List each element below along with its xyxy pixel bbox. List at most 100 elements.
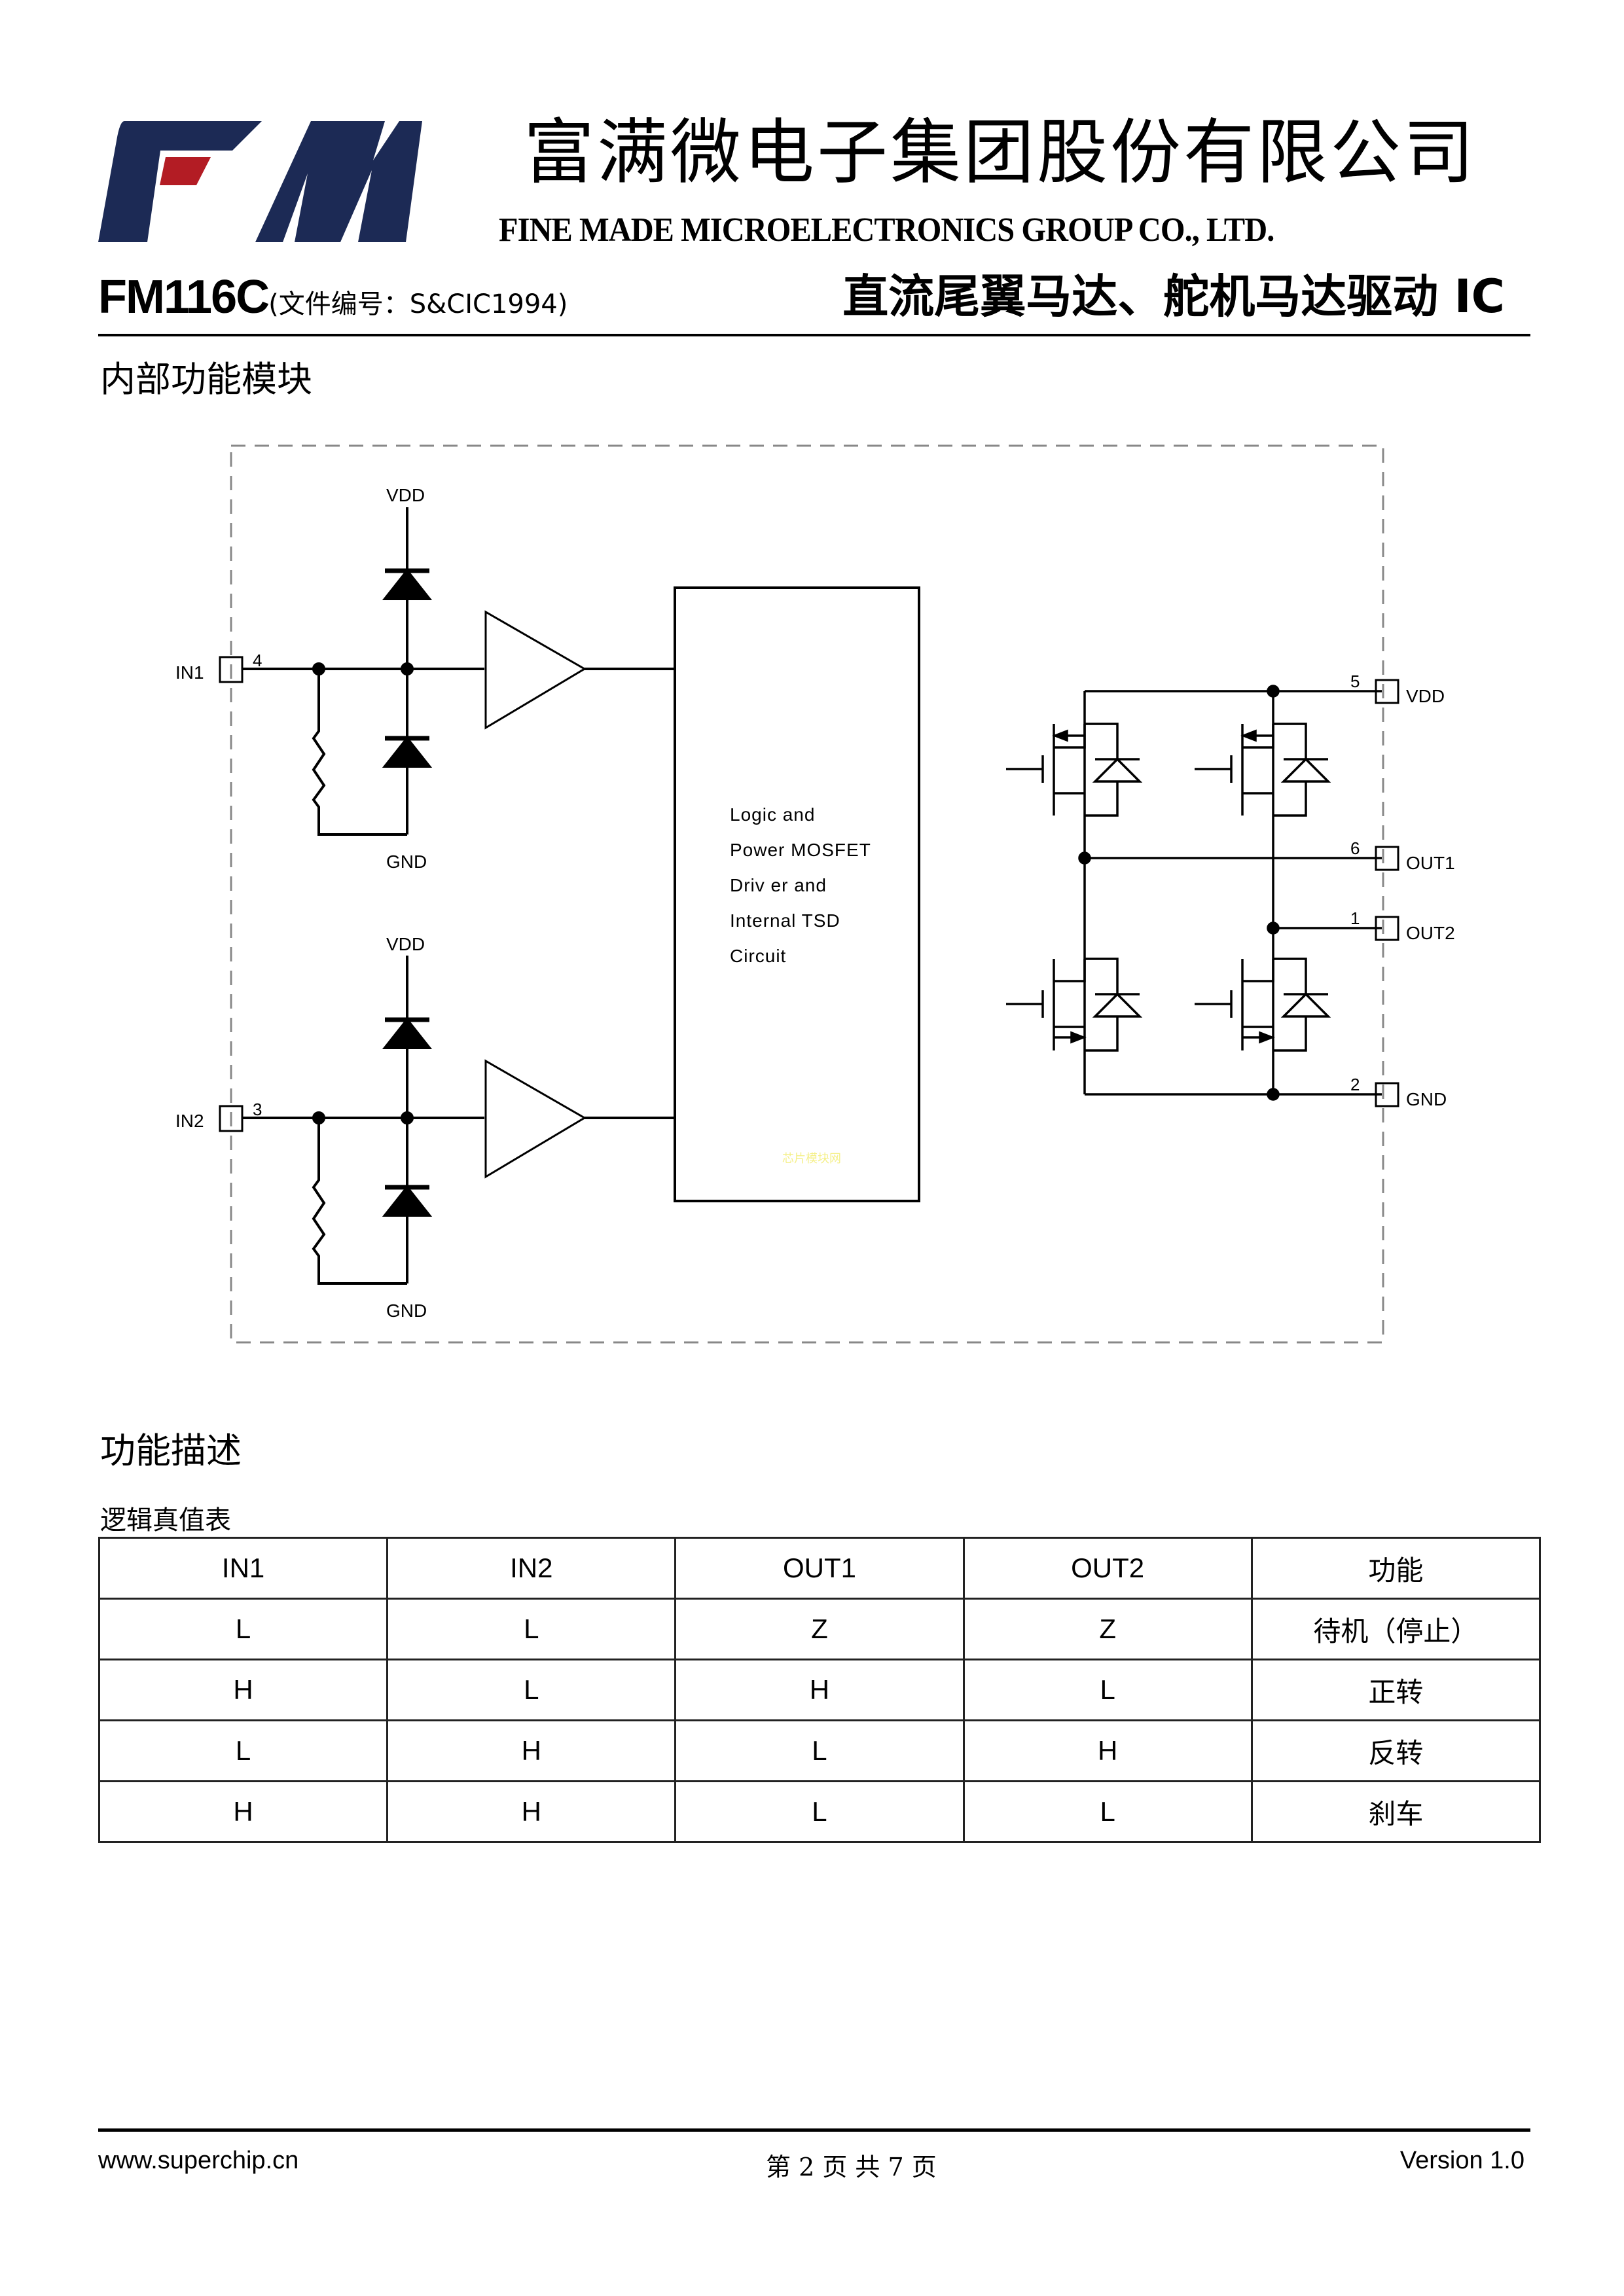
header-function: 功能 bbox=[1250, 1537, 1542, 1600]
body-diode-icon bbox=[1092, 992, 1143, 1018]
in1-label: IN1 bbox=[175, 662, 204, 683]
cell-in2: L bbox=[386, 1659, 677, 1721]
header-in1: IN1 bbox=[98, 1537, 389, 1600]
table-header-row: IN1 IN2 OUT1 OUT2 功能 bbox=[98, 1537, 1542, 1600]
cell-in1: L bbox=[98, 1598, 389, 1660]
block-text-line: Logic and bbox=[730, 804, 815, 825]
cell-in1: H bbox=[98, 1659, 389, 1721]
terminal bbox=[1054, 724, 1086, 749]
arrow-icon bbox=[1259, 1031, 1275, 1044]
block-diagram: IN1 4 VDD GND IN2 3 VDD GND bbox=[175, 444, 1455, 1344]
block-text-line: Power MOSFET bbox=[730, 840, 871, 860]
gnd-pin-pad bbox=[1375, 1082, 1399, 1107]
diode-up bbox=[382, 1017, 433, 1049]
cell-in2: H bbox=[386, 1719, 677, 1782]
truth-table-caption: 逻辑真值表 bbox=[100, 1505, 231, 1535]
pmos-high-left bbox=[1006, 723, 1143, 817]
in1-pin-number: 4 bbox=[253, 651, 262, 670]
out2-pin-number: 1 bbox=[1350, 908, 1360, 928]
vdd-output-label: VDD bbox=[1406, 686, 1445, 706]
in2-label: IN2 bbox=[175, 1111, 204, 1131]
logic-driver-block: Logic and Power MOSFET Driv er and Inter… bbox=[674, 586, 920, 1202]
vdd-pin-pad bbox=[1375, 679, 1399, 704]
cell-out2: L bbox=[962, 1780, 1253, 1843]
truth-table: IN1 IN2 OUT1 OUT2 功能 L L Z Z 待机（停止） H L … bbox=[98, 1537, 1542, 1843]
footer-version: Version 1.0 bbox=[1399, 2147, 1525, 2174]
company-name-cn: 富满微电子集团股份有限公司 bbox=[524, 112, 1477, 194]
pulldown-resistor bbox=[312, 1118, 407, 1285]
part-number-line: FM116C(文件编号：S&CIC1994) bbox=[98, 274, 568, 321]
nmos-low-right bbox=[1195, 958, 1331, 1052]
cell-out1: L bbox=[674, 1719, 965, 1782]
table-row: H L H L 正转 bbox=[98, 1659, 1542, 1721]
vdd-label: VDD bbox=[386, 934, 425, 954]
in2-pin-number: 3 bbox=[253, 1100, 262, 1119]
watermark: 芯片模块网 bbox=[782, 1152, 841, 1166]
logo-red-bar bbox=[160, 157, 211, 185]
product-title: 直流尾翼马达、舵机马达驱动 IC bbox=[842, 270, 1505, 323]
gnd-output-label: GND bbox=[1406, 1089, 1447, 1109]
gnd-label: GND bbox=[386, 852, 427, 872]
block-text-line: Driv er and bbox=[730, 875, 827, 895]
cell-function: 正转 bbox=[1250, 1659, 1542, 1721]
out2-pin-pad bbox=[1375, 916, 1399, 941]
table-row: L L Z Z 待机（停止） bbox=[98, 1598, 1542, 1660]
cell-in1: H bbox=[98, 1780, 389, 1843]
input-stage-in2: IN2 3 VDD GND bbox=[175, 934, 675, 1321]
cell-out2: L bbox=[962, 1659, 1253, 1721]
cell-out2: H bbox=[962, 1719, 1253, 1782]
footer-divider bbox=[98, 2128, 1530, 2132]
chip-boundary bbox=[230, 444, 1384, 1344]
arrow-icon bbox=[1240, 729, 1257, 742]
company-logo bbox=[98, 121, 422, 242]
document-number: (文件编号：S&CIC1994) bbox=[268, 289, 568, 319]
header-out2: OUT2 bbox=[962, 1537, 1253, 1600]
out1-pin-number: 6 bbox=[1350, 838, 1360, 858]
gnd-pin-number: 2 bbox=[1350, 1075, 1360, 1094]
table-row: H H L L 刹车 bbox=[98, 1780, 1542, 1843]
cell-function: 待机（停止） bbox=[1250, 1598, 1542, 1660]
part-number: FM116C bbox=[98, 271, 270, 323]
header-out1: OUT1 bbox=[674, 1537, 965, 1600]
company-name-en: FINE MADE MICROELECTRONICS GROUP CO., LT… bbox=[499, 211, 1274, 249]
out1-pin-pad bbox=[1375, 846, 1399, 871]
cell-in2: H bbox=[386, 1780, 677, 1843]
pmos-high-right bbox=[1195, 723, 1331, 817]
buffer-amplifier bbox=[484, 1059, 586, 1179]
cell-out1: Z bbox=[674, 1598, 965, 1660]
cell-function: 反转 bbox=[1250, 1719, 1542, 1782]
function-description-heading: 功能描述 bbox=[100, 1430, 242, 1471]
buffer-amplifier bbox=[484, 610, 586, 730]
vdd-pin-number: 5 bbox=[1350, 672, 1360, 691]
body-diode-icon bbox=[1092, 757, 1143, 783]
block-text-line: Circuit bbox=[730, 946, 786, 966]
body-diode-icon bbox=[1280, 992, 1331, 1018]
block-text-line: Internal TSD bbox=[730, 910, 840, 931]
header-in2: IN2 bbox=[386, 1537, 677, 1600]
cell-function: 刹车 bbox=[1250, 1780, 1542, 1843]
footer-page-info: 第 2 页 共 7 页 bbox=[766, 2153, 937, 2181]
arrow-icon bbox=[1052, 729, 1068, 742]
diode-up bbox=[382, 568, 433, 600]
terminal bbox=[1054, 959, 1086, 982]
out1-label: OUT1 bbox=[1406, 853, 1455, 873]
arrow-icon bbox=[1070, 1031, 1087, 1044]
pulldown-resistor bbox=[312, 669, 407, 836]
logo-f-shape bbox=[98, 121, 262, 242]
cell-out1: H bbox=[674, 1659, 965, 1721]
out2-label: OUT2 bbox=[1406, 923, 1455, 943]
terminal bbox=[1242, 724, 1274, 749]
header-divider bbox=[98, 334, 1530, 336]
cell-in2: L bbox=[386, 1598, 677, 1660]
gnd-label: GND bbox=[386, 1300, 427, 1321]
terminal bbox=[1242, 959, 1274, 982]
cell-in1: L bbox=[98, 1719, 389, 1782]
footer-website: www.superchip.cn bbox=[98, 2147, 299, 2174]
h-bridge: 5 6 1 2 VDD OUT1 OUT2 GND bbox=[1006, 672, 1455, 1109]
body-diode-icon bbox=[1280, 757, 1331, 783]
nmos-low-left bbox=[1006, 958, 1143, 1052]
cell-out2: Z bbox=[962, 1598, 1253, 1660]
block-diagram-heading: 内部功能模块 bbox=[100, 359, 312, 400]
input-stage-in1: IN1 4 VDD GND bbox=[175, 485, 675, 872]
cell-out1: L bbox=[674, 1780, 965, 1843]
